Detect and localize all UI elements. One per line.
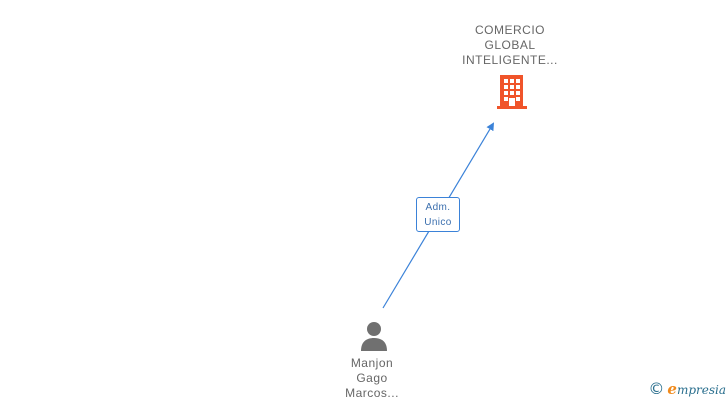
copyright-icon: © bbox=[648, 379, 665, 398]
person-icon[interactable] bbox=[359, 320, 389, 352]
relation-line-2: Unico bbox=[424, 217, 452, 228]
company-name-line-3: INTELIGENTE... bbox=[462, 53, 558, 67]
building-icon[interactable] bbox=[494, 73, 530, 111]
person-name-line-2: Gago bbox=[356, 371, 388, 385]
brand-logo: empresia bbox=[667, 380, 726, 398]
relation-line-1: Adm. bbox=[425, 202, 451, 213]
company-name[interactable]: COMERCIO GLOBAL INTELIGENTE... bbox=[440, 23, 580, 68]
person-name-line-1: Manjon bbox=[350, 356, 394, 370]
company-name-line-2: GLOBAL bbox=[484, 38, 536, 52]
brand-initial: e bbox=[667, 380, 677, 398]
empresia-watermark: © empresia bbox=[648, 380, 726, 398]
relation-label[interactable]: Adm. Unico bbox=[416, 197, 460, 232]
person-name-line-3: Marcos... bbox=[345, 386, 399, 400]
company-name-line-1: COMERCIO bbox=[475, 23, 545, 37]
person-name[interactable]: Manjon Gago Marcos... bbox=[322, 356, 422, 401]
brand-rest: mpresia bbox=[676, 383, 726, 397]
